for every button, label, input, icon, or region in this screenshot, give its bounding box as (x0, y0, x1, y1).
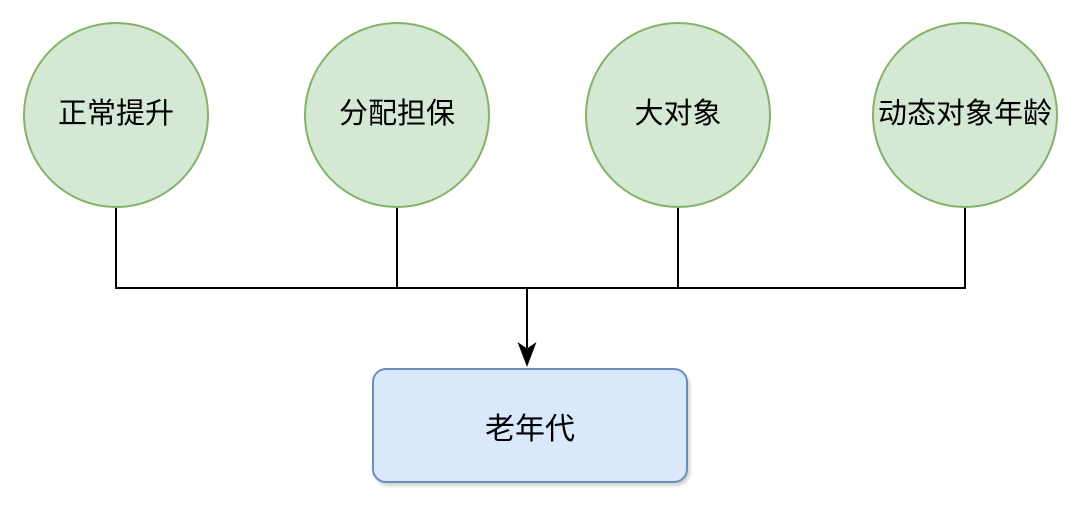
node-dynamic-object-age: 动态对象年龄 (872, 22, 1058, 208)
node-label: 正常提升 (57, 98, 174, 131)
arrowhead (517, 342, 537, 367)
node-allocation-guarantee: 分配担保 (304, 22, 490, 208)
node-large-object: 大对象 (585, 22, 771, 208)
node-label: 分配担保 (338, 98, 455, 131)
node-label: 大对象 (634, 98, 722, 131)
node-old-generation: 老年代 (372, 368, 688, 483)
node-normal-promotion: 正常提升 (23, 22, 209, 208)
node-label: 老年代 (485, 412, 575, 446)
node-label: 动态对象年龄 (877, 98, 1052, 131)
